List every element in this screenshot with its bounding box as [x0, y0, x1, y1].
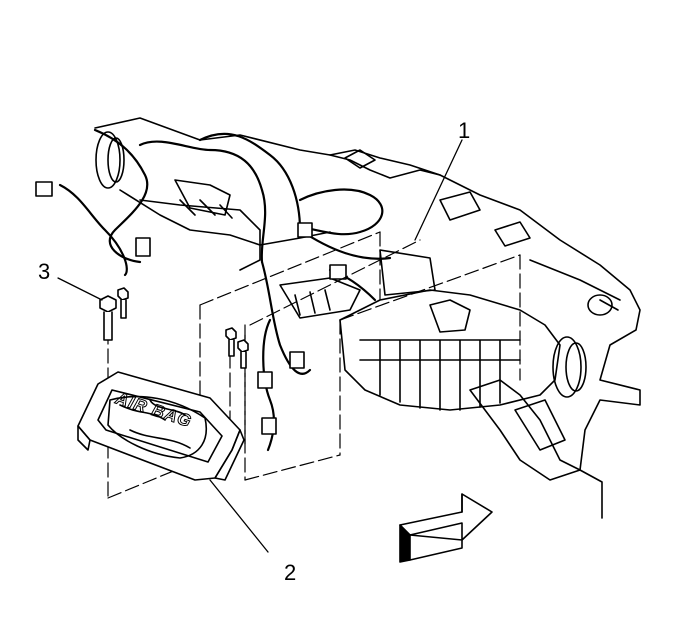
front-view-arrow-icon [399, 493, 493, 563]
leader-line-3 [57, 277, 103, 301]
leader-line-1 [414, 139, 463, 241]
leader-lines [57, 139, 463, 553]
mounting-bolts [99, 287, 249, 369]
callout-2: 2 [284, 560, 296, 585]
airbag-module [77, 371, 245, 481]
callout-1: 1 [458, 118, 470, 143]
harness-connectors [35, 181, 347, 435]
wiring-harness [58, 128, 392, 452]
leader-line-2 [209, 479, 269, 553]
instrument-panel-carrier [94, 117, 641, 519]
callout-3: 3 [38, 259, 50, 284]
